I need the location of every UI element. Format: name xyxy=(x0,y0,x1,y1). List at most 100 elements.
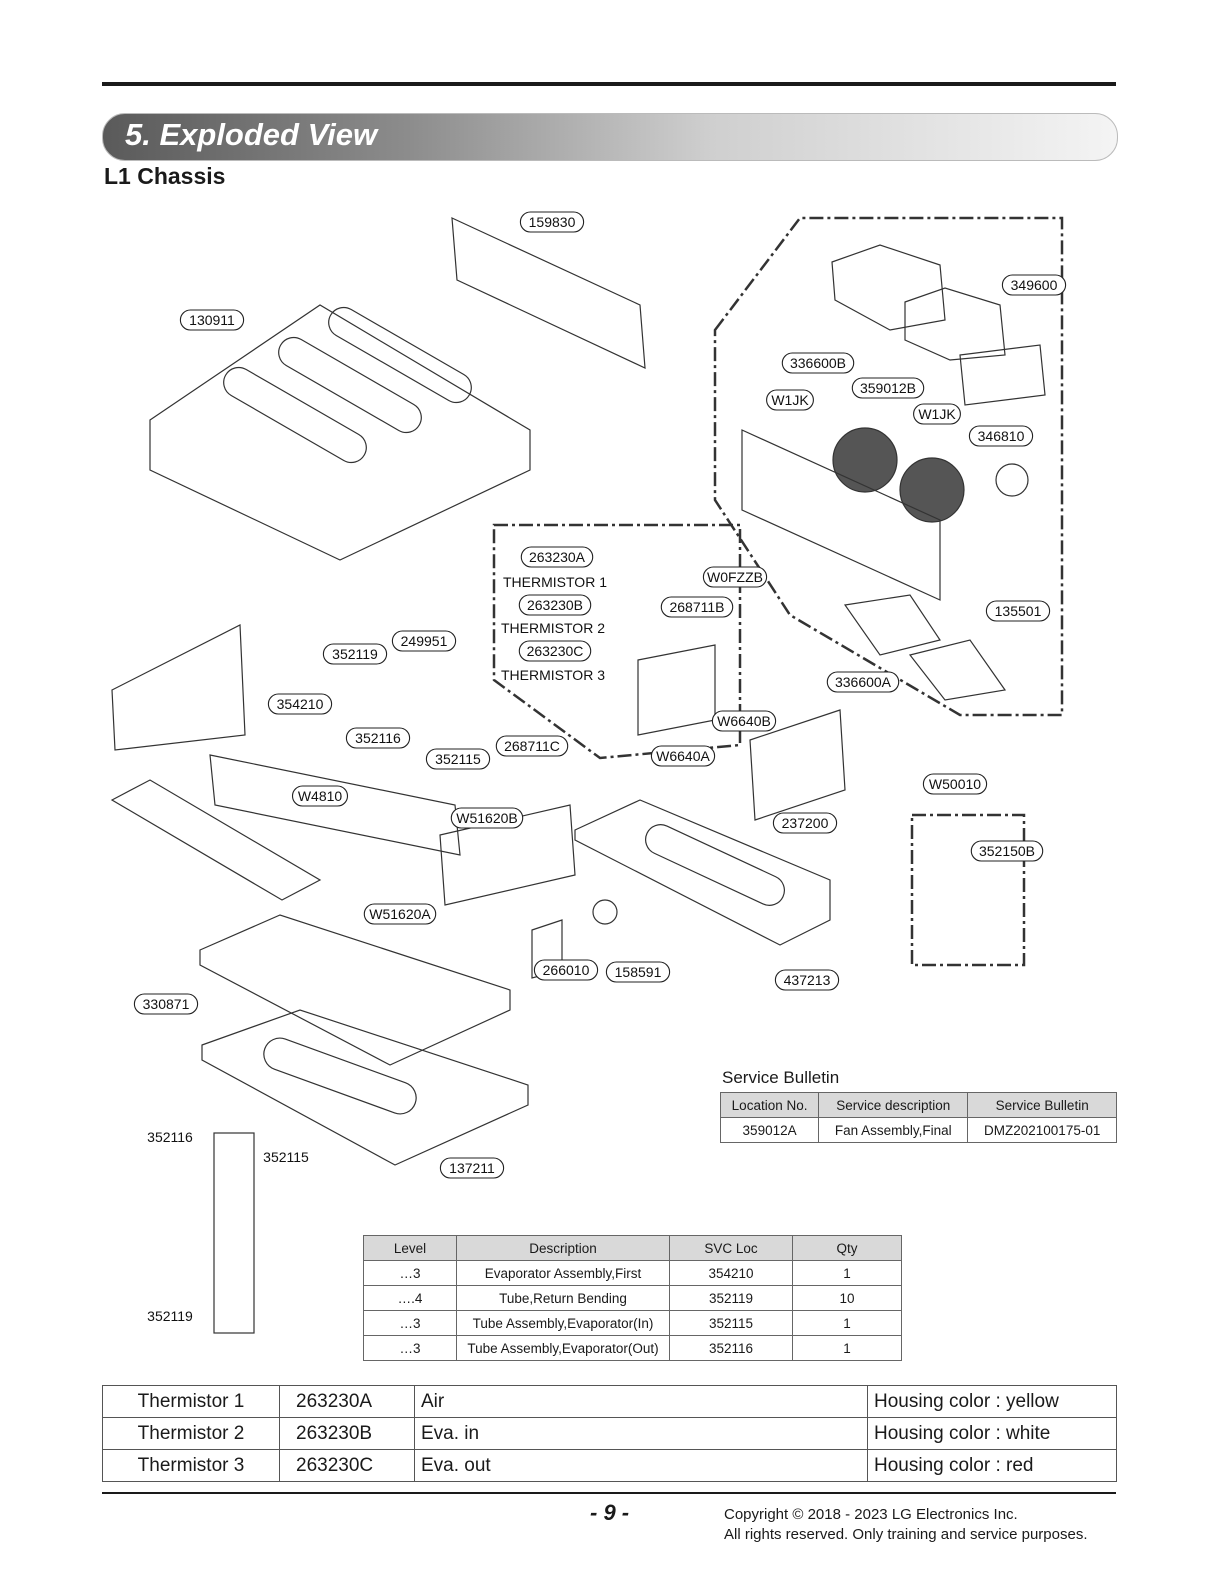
fan-housing-upper xyxy=(831,244,946,331)
callout-oval xyxy=(711,710,777,732)
part-number-label: THERMISTOR 3 xyxy=(501,667,605,683)
callout-oval xyxy=(425,748,491,770)
therm-cell: Thermistor 3 xyxy=(102,1449,280,1482)
tube-diagram xyxy=(213,1132,255,1334)
part-number-label: 352150B xyxy=(979,843,1035,859)
part-number-label: 349600 xyxy=(1011,277,1058,293)
callout-oval xyxy=(605,961,671,983)
part-number-label: 249951 xyxy=(401,633,448,649)
part-callout: 137211 xyxy=(439,1157,505,1179)
part-number-label: 437213 xyxy=(784,972,831,988)
table-row: …3 Evaporator Assembly,First 354210 1 xyxy=(363,1260,902,1286)
therm-cell: 263230C xyxy=(279,1449,415,1482)
part-number-label: W6640B xyxy=(717,713,771,729)
part-number-label: 352116 xyxy=(147,1129,193,1145)
part-callout: W4810 xyxy=(291,785,349,807)
part-number-label: 330871 xyxy=(143,996,190,1012)
part-callout: 330871 xyxy=(133,993,199,1015)
parts-cell: 352119 xyxy=(669,1285,793,1311)
therm-cell: Thermistor 1 xyxy=(102,1385,280,1418)
part-number-label: 263230B xyxy=(527,597,583,613)
parts-cell: ….4 xyxy=(363,1285,457,1311)
therm-cell: Housing color : white xyxy=(867,1417,1117,1450)
callout-oval xyxy=(495,735,569,757)
part-callout: 336600A xyxy=(826,671,900,693)
callout-oval xyxy=(267,693,333,715)
part-number-label: W4810 xyxy=(298,788,343,804)
callout-oval xyxy=(533,959,599,981)
therm-cell: Thermistor 2 xyxy=(102,1417,280,1450)
part-callout: 263230B xyxy=(518,594,592,616)
callout-oval xyxy=(345,727,411,749)
part-callout: 268711C xyxy=(495,735,569,757)
part-number-label: 158591 xyxy=(615,964,662,980)
callout-oval xyxy=(774,969,840,991)
part-number-label: 336600B xyxy=(790,355,846,371)
part-callout: 352150B xyxy=(970,840,1044,862)
part-callout: 268711B xyxy=(660,596,734,618)
part-callout: 352119 xyxy=(147,1308,193,1324)
part-number-label: 346810 xyxy=(978,428,1025,444)
callout-oval xyxy=(851,377,925,399)
bottom-rule xyxy=(102,1492,1116,1494)
part-number-label: 352115 xyxy=(435,751,481,767)
copyright-line-1: Copyright © 2018 - 2023 LG Electronics I… xyxy=(724,1506,1018,1523)
therm-cell: Eva. in xyxy=(414,1417,868,1450)
parts-cell: 1 xyxy=(792,1335,902,1361)
callout-oval xyxy=(291,785,349,807)
fan-group-outline xyxy=(713,216,1064,717)
part-callout: 437213 xyxy=(774,969,840,991)
copyright-line-2: All rights reserved. Only training and s… xyxy=(724,1526,1088,1543)
parts-table: Level Description SVC Loc Qty …3 Evapora… xyxy=(363,1235,902,1361)
part-number-label: 266010 xyxy=(543,962,590,978)
callout-oval xyxy=(913,403,961,425)
part-number-label: W1JK xyxy=(771,392,809,408)
part-number-label: W1JK xyxy=(918,406,956,422)
part-callout: W1JK xyxy=(913,403,961,425)
parts-cell: Tube Assembly,Evaporator(In) xyxy=(456,1310,670,1336)
parts-cell: …3 xyxy=(363,1310,457,1336)
part-number-label: W6640A xyxy=(656,748,710,764)
section-banner: 5. Exploded View xyxy=(102,113,1118,161)
part-number-label: 336600A xyxy=(835,674,892,690)
parts-header-description: Description xyxy=(456,1235,670,1261)
part-callout: 349600 xyxy=(1001,274,1067,296)
part-callout: 352115 xyxy=(263,1149,309,1165)
part-number-label: W0FZZB xyxy=(707,569,763,585)
callout-oval xyxy=(826,671,900,693)
part-number-label: 130911 xyxy=(189,312,235,328)
part-callout: 263230A xyxy=(520,546,594,568)
table-row: Thermistor 1 263230A Air Housing color :… xyxy=(102,1385,1117,1418)
top-cover-shape xyxy=(149,304,531,561)
part-number-label: 135501 xyxy=(995,603,1042,619)
part-number-label: W50010 xyxy=(929,776,981,792)
part-callout: 266010 xyxy=(533,959,599,981)
part-number-label: 359012B xyxy=(860,380,916,396)
part-callout: 352116 xyxy=(345,727,411,749)
part-callout: 135501 xyxy=(985,600,1051,622)
parts-cell: …3 xyxy=(363,1335,457,1361)
part-number-label: 268711C xyxy=(504,738,560,754)
side-panel xyxy=(111,624,246,751)
parts-header-svc-loc: SVC Loc xyxy=(669,1235,793,1261)
top-rule xyxy=(102,82,1116,86)
callout-oval xyxy=(772,812,838,834)
callout-oval xyxy=(660,596,734,618)
callout-oval xyxy=(439,1157,505,1179)
table-row: Thermistor 2 263230B Eva. in Housing col… xyxy=(102,1417,1117,1450)
part-callout: 352116 xyxy=(147,1129,193,1145)
table-row: 359012A Fan Assembly,Final DMZ202100175-… xyxy=(719,1117,1117,1143)
part-callout: THERMISTOR 2 xyxy=(501,620,605,636)
part-number-label: 354210 xyxy=(277,696,324,712)
callout-oval xyxy=(766,389,814,411)
callout-oval xyxy=(363,903,437,925)
part-number-label: 263230A xyxy=(529,549,586,565)
sb-cell: DMZ202100175-01 xyxy=(967,1117,1117,1143)
page-number: - 9 - xyxy=(590,1500,630,1525)
callout-oval xyxy=(322,643,388,665)
therm-cell: Air xyxy=(414,1385,868,1418)
callout-oval xyxy=(391,630,457,652)
callout-oval xyxy=(970,840,1044,862)
part-callout: 352119 xyxy=(322,643,388,665)
